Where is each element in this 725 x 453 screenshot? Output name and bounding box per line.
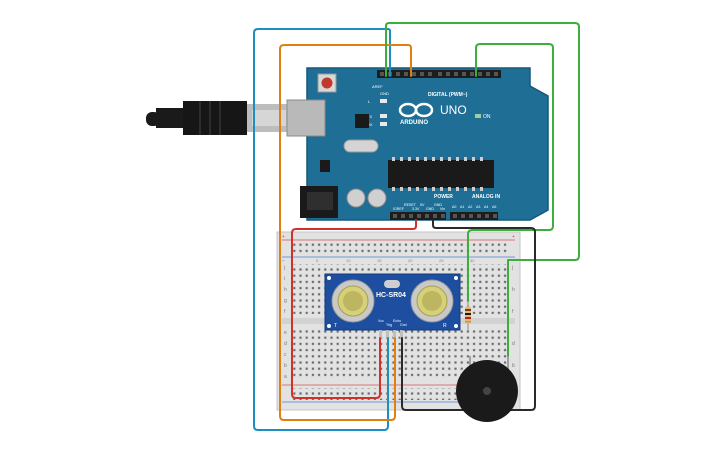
capacitor-2 (367, 188, 387, 208)
row-letter: b (512, 363, 515, 369)
sensor-r-mark: R (443, 323, 447, 329)
row-letter: h (284, 287, 287, 293)
analog-pin-label: A1 (460, 205, 464, 209)
row-letter: f (512, 309, 514, 315)
rail-minus-label: − (282, 258, 285, 264)
row-letter: b (284, 363, 287, 369)
wires (253, 22, 580, 431)
wire-black[interactable] (401, 219, 536, 411)
piezo-buzzer[interactable] (456, 356, 518, 422)
crystal (343, 139, 379, 153)
sensor-label: HC-SR04 (376, 292, 406, 299)
rail-plus-label: + (282, 234, 285, 240)
wire-green-2[interactable] (467, 43, 554, 301)
atmega-chip (388, 160, 494, 188)
row-letter: i (284, 276, 285, 282)
row-letter: c (284, 352, 287, 358)
gnd-label: GND (380, 91, 389, 96)
arduino-model: UNO (440, 103, 467, 117)
wire-blue[interactable] (253, 28, 391, 431)
analog-pin-label: A5 (492, 205, 496, 209)
analog-pin-label: A0 (452, 205, 456, 209)
power-pin-label: GND (434, 203, 442, 207)
sensor-pin-label: Trig (386, 323, 392, 327)
usb-plug-body (183, 101, 247, 135)
arduino-logo-icon (398, 102, 434, 118)
row-letter: d (512, 341, 515, 347)
wire-red[interactable] (291, 219, 417, 399)
power-pin-label: 5V (420, 203, 425, 207)
analog-pin-label: A4 (484, 205, 488, 209)
row-letter: g (284, 298, 287, 304)
capacitor-1 (346, 188, 366, 208)
sensor-t-mark: T (334, 323, 337, 329)
column-number: 20 (408, 258, 413, 263)
power-pin-label: Vin (440, 207, 445, 211)
power-pin-label: RESET (404, 203, 417, 207)
usb-port (286, 99, 326, 137)
led-tx (380, 114, 387, 118)
column-number: 30 (470, 258, 475, 263)
power-pin-label: 3.3V (412, 207, 420, 211)
digital-header-label: DIGITAL (PWM~) (428, 92, 468, 98)
analog-pin-label: A3 (476, 205, 480, 209)
power-pin-label: GND (426, 207, 434, 211)
wire-green-1[interactable] (385, 22, 580, 357)
sensor-crystal (384, 280, 400, 288)
led-tx-label: TX (367, 114, 372, 119)
column-number: 25 (439, 258, 444, 263)
column-number: 10 (346, 258, 351, 263)
analog-header (450, 212, 498, 220)
sensor-pin-label: Echo (393, 319, 401, 323)
rail-plus-label: + (512, 234, 515, 240)
ultrasonic-sensor[interactable]: HC-SR04 T R Vcc Trig Echo Gnd (324, 273, 461, 338)
arduino-uno-board[interactable]: AREF GND DIGITAL (PWM~) ARDUINO UNO ON L… (286, 67, 549, 221)
row-letter: f (284, 309, 286, 315)
column-number: 5 (316, 258, 319, 263)
top-power-rail[interactable] (291, 243, 508, 255)
on-led (475, 114, 481, 118)
led-rx-label: RX (367, 122, 373, 127)
row-letter: e (284, 330, 287, 336)
led-l (380, 99, 387, 103)
row-letter: a (284, 374, 287, 380)
aref-label: AREF (372, 84, 383, 89)
row-letter: h (512, 287, 515, 293)
power-header-label: POWER (434, 194, 453, 200)
led-l-label: L (368, 99, 371, 104)
row-letter: j (511, 265, 513, 271)
transmitter-transducer (331, 279, 375, 323)
row-letter: j (283, 265, 285, 271)
power-pin-label: IOREF (393, 207, 405, 211)
usb-chip (355, 114, 369, 128)
receiver-transducer (410, 279, 454, 323)
resistor[interactable] (465, 300, 471, 330)
sensor-pin-label: Gnd (400, 323, 407, 327)
analog-pin-label: A2 (468, 205, 472, 209)
buzzer-hole-icon (483, 387, 491, 395)
sensor-pin-label: Vcc (378, 319, 384, 323)
usb-cable[interactable] (146, 101, 292, 135)
arduino-brand: ARDUINO (400, 120, 428, 126)
led-rx (380, 122, 387, 126)
column-number: 15 (377, 258, 382, 263)
wire-orange[interactable] (279, 44, 412, 421)
reset-button-icon (321, 77, 333, 89)
row-letter: d (284, 341, 287, 347)
analog-header-label: ANALOG IN (472, 194, 500, 200)
on-led-label: ON (483, 114, 491, 120)
